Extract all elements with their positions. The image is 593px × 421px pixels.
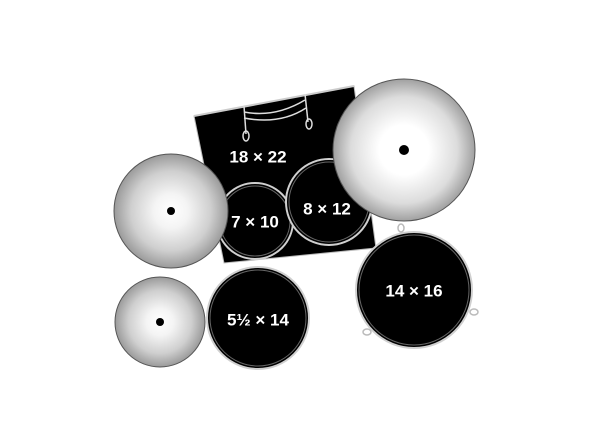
snare-drum-label: 5½ × 14 xyxy=(227,310,289,329)
hihat-cymbal xyxy=(114,276,206,368)
floor-tom: 14 × 16 xyxy=(355,223,479,349)
tom-small-label: 7 × 10 xyxy=(231,212,279,231)
snare-drum: 5½ × 14 xyxy=(206,266,310,370)
hihat-cymbal-bell xyxy=(156,318,164,326)
floor-tom-label: 14 × 16 xyxy=(385,281,442,300)
floor-tom-leg xyxy=(362,328,372,336)
crash-cymbal xyxy=(113,153,229,269)
ride-cymbal xyxy=(332,78,476,222)
floor-tom-leg xyxy=(469,308,479,316)
floor-tom-leg xyxy=(397,223,405,233)
ride-cymbal-bell xyxy=(399,145,409,155)
bass-drum-label: 18 × 22 xyxy=(229,147,286,166)
tom-small: 7 × 10 xyxy=(216,182,294,260)
bass-drum-hardware xyxy=(242,93,313,142)
tom-large-label: 8 × 12 xyxy=(303,199,351,218)
crash-cymbal-bell xyxy=(167,207,175,215)
